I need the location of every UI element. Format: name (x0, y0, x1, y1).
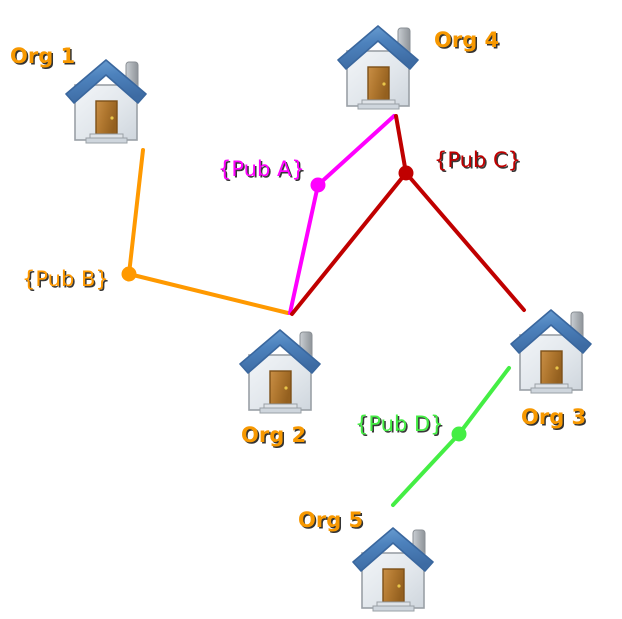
house-glyph (510, 309, 592, 394)
edge-org5-pubD[interactable] (391, 432, 461, 507)
org-label-org1: Org 1 (10, 44, 76, 68)
org-label-org2: Org 2 (241, 423, 307, 447)
edge-pubC-org2[interactable] (290, 171, 408, 316)
publication-label-pubD: {Pub D} (355, 412, 444, 436)
house-icon-org5[interactable] (345, 520, 441, 616)
org-label-org4: Org 4 (434, 28, 500, 52)
publication-label-pubC: {Pub C} (434, 148, 521, 172)
edge-pubB-org2[interactable] (127, 272, 290, 315)
edge-pubC-org3[interactable] (404, 171, 526, 312)
house-glyph (239, 329, 321, 414)
house-icon-org2[interactable] (232, 322, 328, 418)
publication-dot-pubD[interactable] (451, 426, 467, 442)
house-glyph (65, 59, 147, 144)
publication-dot-pubB[interactable] (121, 266, 137, 282)
publication-dot-pubA[interactable] (310, 177, 326, 193)
house-glyph (352, 527, 434, 612)
edge-org4-pubA[interactable] (316, 114, 396, 187)
publication-label-pubA: {Pub A} (218, 157, 305, 181)
publication-dots-group (121, 165, 467, 442)
house-icon-org1[interactable] (58, 52, 154, 148)
edge-org1-pubB[interactable] (127, 148, 145, 276)
house-glyph (337, 25, 419, 110)
edge-pubA-org2[interactable] (288, 183, 320, 315)
org-label-org5: Org 5 (298, 508, 364, 532)
org-label-org3: Org 3 (521, 405, 587, 429)
publication-label-pubB: {Pub B} (22, 267, 109, 291)
edges-group (127, 114, 526, 507)
publication-dot-pubC[interactable] (398, 165, 414, 181)
house-icon-org4[interactable] (330, 18, 426, 114)
edge-pubD-org3[interactable] (457, 366, 511, 436)
house-icon-org3[interactable] (503, 302, 599, 398)
edge-org4-pubC[interactable] (394, 114, 408, 175)
